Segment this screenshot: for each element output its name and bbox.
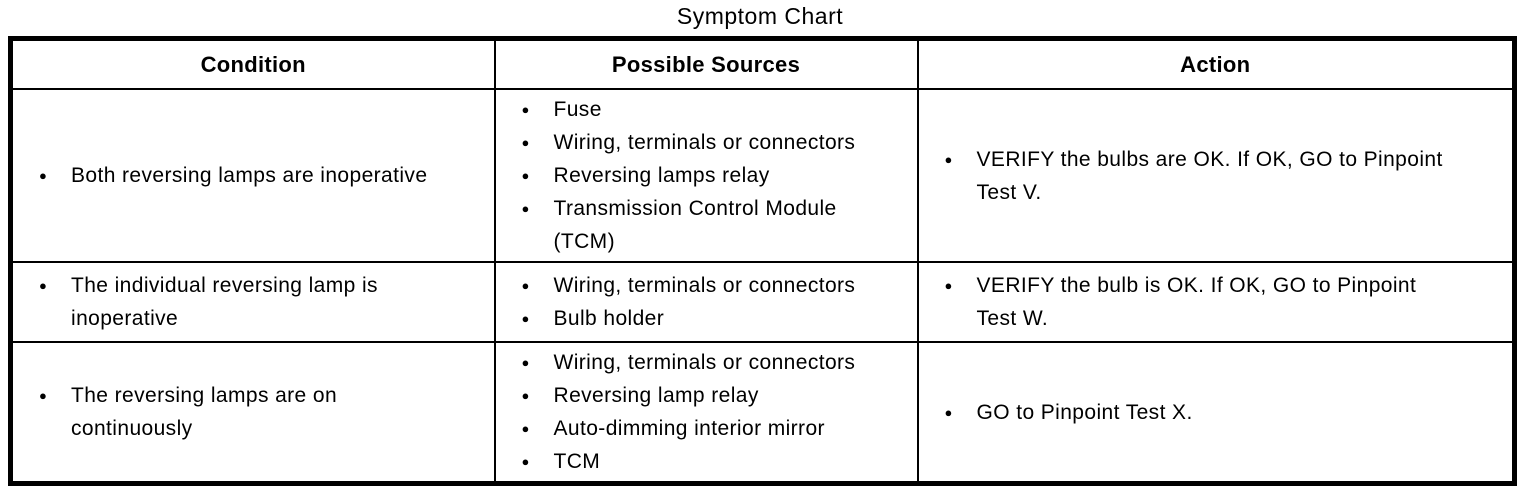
sources-item: ● Reversing lamp relay [496,379,917,412]
bullet-icon: ● [521,388,530,403]
sources-text: Wiring, terminals or connectors [553,274,856,297]
column-header-condition: Condition [9,37,496,90]
action-text: VERIFY the bulb is OK. If OK, GO to Pinp… [976,274,1417,330]
action-item: ● VERIFY the bulbs are OK. If OK, GO to P… [919,143,1513,209]
bullet-icon: ● [521,278,530,293]
sources-cell: ● Wiring, terminals or connectors ● Bulb ho… [493,261,919,343]
sources-list: ● Wiring, terminals or connectors ● Bulb ho… [496,269,917,335]
bullet-icon: ● [521,201,530,216]
action-item: ● VERIFY the bulb is OK. If OK, GO to Pin… [919,269,1513,335]
bullet-icon: ● [521,311,530,326]
sources-text: Wiring, terminals or connectors [553,131,856,154]
sources-cell: ● Fuse ● Wiring, terminals or connectors ● Re… [493,88,919,263]
bullet-icon: ● [39,388,48,403]
column-header-possible-sources: Possible Sources [493,37,919,90]
table-row: ● The reversing lamps are on continuously… [9,341,1516,485]
condition-cell: ● The reversing lamps are on continuously [9,341,496,485]
bullet-icon: ● [39,278,48,293]
condition-item: ● The individual reversing lamp is inoper… [13,269,494,335]
condition-cell: ● Both reversing lamps are inoperative [9,88,496,263]
bullet-icon: ● [944,278,953,293]
condition-text: Both reversing lamps are inoperative [71,164,428,187]
action-text: VERIFY the bulbs are OK. If OK, GO to Pi… [976,147,1443,204]
action-cell: ● GO to Pinpoint Test X. [916,341,1516,485]
sources-text: TCM [553,450,601,473]
sources-list: ● Wiring, terminals or connectors ● Reversi… [496,346,917,478]
condition-list: ● The individual reversing lamp is inoper… [13,269,494,335]
sources-text: Auto-dimming interior mirror [553,417,825,440]
action-list: ● GO to Pinpoint Test X. [919,396,1513,429]
header-row: Condition Possible Sources Action [9,37,1516,90]
bullet-icon: ● [521,355,530,370]
sources-item: ● Wiring, terminals or connectors [496,346,917,379]
condition-cell: ● The individual reversing lamp is inoper… [9,261,496,343]
sources-text: Fuse [553,98,602,121]
sources-item: ● Wiring, terminals or connectors [496,126,917,159]
sources-list: ● Fuse ● Wiring, terminals or connectors ● Re… [496,93,917,258]
sources-item: ● Fuse [496,93,917,126]
sources-item: ● Transmission Control Module (TCM) [496,192,917,258]
sources-item: ● Reversing lamps relay [496,159,917,192]
bullet-icon: ● [944,151,953,167]
sources-text: Reversing lamp relay [553,384,759,407]
table-row: ● Both reversing lamps are inoperative ● Fu… [9,88,1516,263]
symptom-chart-table: Condition Possible Sources Action ● Both … [8,36,1517,486]
sources-text: Wiring, terminals or connectors [553,351,856,374]
action-cell: ● VERIFY the bulb is OK. If OK, GO to Pin… [916,261,1516,343]
action-text: GO to Pinpoint Test X. [976,400,1193,424]
table-header: Condition Possible Sources Action [9,37,1516,90]
bullet-icon: ● [521,454,530,469]
bullet-icon: ● [521,168,530,183]
condition-text: The reversing lamps are on continuously [71,384,338,440]
bullet-icon: ● [944,404,953,420]
bullet-icon: ● [39,168,48,183]
sources-item: ● Auto-dimming interior mirror [496,412,917,445]
condition-text: The individual reversing lamp is inopera… [71,274,378,330]
column-header-action: Action [916,37,1516,90]
condition-item: ● Both reversing lamps are inoperative [13,159,494,192]
sources-item: ● TCM [496,445,917,478]
bullet-icon: ● [521,421,530,436]
condition-list: ● Both reversing lamps are inoperative [13,159,494,192]
action-list: ● VERIFY the bulb is OK. If OK, GO to Pin… [919,269,1513,335]
sources-item: ● Wiring, terminals or connectors [496,269,917,302]
sources-text: Reversing lamps relay [553,164,770,187]
bullet-icon: ● [521,102,530,117]
bullet-icon: ● [521,135,530,150]
table-row: ● The individual reversing lamp is inoper… [9,261,1516,343]
action-cell: ● VERIFY the bulbs are OK. If OK, GO to P… [916,88,1516,263]
condition-item: ● The reversing lamps are on continuously [13,379,494,445]
page-title: Symptom Chart [676,3,844,29]
action-item: ● GO to Pinpoint Test X. [919,396,1513,429]
sources-cell: ● Wiring, terminals or connectors ● Reversi… [493,341,919,485]
symptom-table-body: ● Both reversing lamps are inoperative ● Fu… [9,88,1516,485]
sources-text: Transmission Control Module (TCM) [553,197,837,253]
condition-list: ● The reversing lamps are on continuously [13,379,494,445]
sources-item: ● Bulb holder [496,302,917,335]
action-list: ● VERIFY the bulbs are OK. If OK, GO to P… [919,143,1513,209]
sources-text: Bulb holder [553,307,665,330]
